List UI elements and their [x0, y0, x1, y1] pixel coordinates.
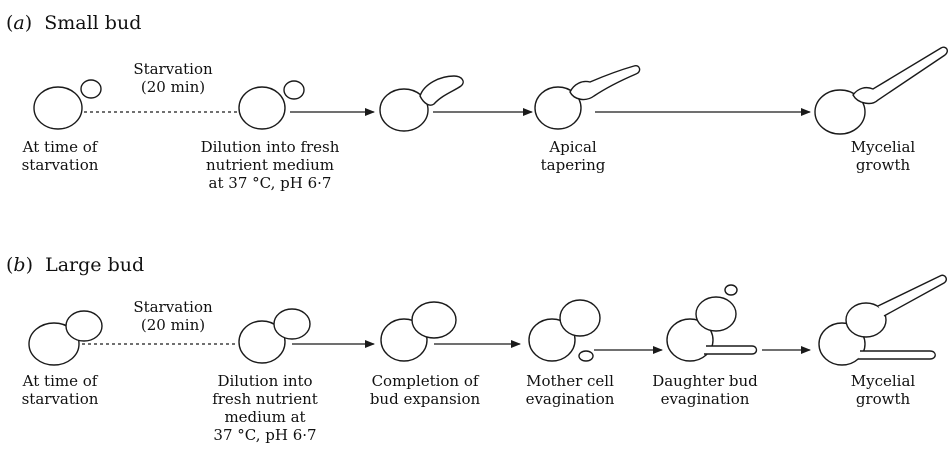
stage-label-line: Mother cell [526, 372, 614, 390]
panel-a-stage-label-2: Dilution into fresh nutrient medium at 3… [180, 138, 360, 192]
panel-a-title: Small bud [44, 12, 142, 34]
panel-b-heading: (b) Large bud [6, 254, 145, 276]
panel-b-stage-label-2: Dilution into fresh nutrient medium at 3… [200, 372, 330, 444]
panel-b-cell-3 [380, 301, 457, 362]
panel-b-stage-label-5: Daughter bud evagination [640, 372, 770, 408]
panel-b-stage-label-1: At time of starvation [0, 372, 120, 408]
stage-label-line: Daughter bud [652, 372, 758, 390]
panel-b-stage-label-3: Completion of bud expansion [360, 372, 490, 408]
starvation-label-line: Starvation [133, 298, 213, 316]
panel-b-cell-6 [818, 274, 947, 366]
stage-label-line: medium at [224, 408, 306, 426]
starvation-label-line: (20 min) [140, 316, 206, 334]
stage-label-line: at 37 °C, pH 6·7 [208, 174, 332, 192]
panel-a-stage-label-4: Mycelial growth [828, 138, 938, 174]
stage-label-line: Dilution into fresh [200, 138, 340, 156]
panel-a-cell-3 [379, 75, 464, 132]
panel-a-stage-label-1: At time of starvation [0, 138, 120, 174]
stage-label-line: 37 °C, pH 6·7 [213, 426, 317, 444]
panel-a-cell-4 [534, 64, 641, 130]
panel-b-stage-label-6: Mycelial growth [828, 372, 938, 408]
stage-label-line: starvation [21, 390, 99, 408]
panel-a-cell-5 [814, 46, 948, 135]
panel-b-starvation-label: Starvation (20 min) [108, 298, 238, 334]
panel-b-stage-label-4: Mother cell evagination [510, 372, 630, 408]
panel-b-cell-4 [528, 299, 601, 362]
panel-a-heading: (a) Small bud [6, 12, 142, 34]
stage-label-line: evagination [660, 390, 750, 408]
stage-label-line: tapering [540, 156, 606, 174]
panel-b-cell-1 [28, 310, 103, 366]
stage-label-line: evagination [525, 390, 615, 408]
stage-label-line: fresh nutrient [212, 390, 318, 408]
starvation-label-line: Starvation [133, 60, 213, 78]
panel-b-letter: b [13, 254, 26, 276]
stage-label-line: starvation [21, 156, 99, 174]
stage-label-line: bud expansion [369, 390, 481, 408]
stage-label-line: Dilution into [217, 372, 313, 390]
panel-a-stage-label-3: Apical tapering [518, 138, 628, 174]
panel-b-cell-2 [238, 308, 311, 364]
stage-label-line: At time of [22, 138, 98, 156]
stage-label-line: nutrient medium [205, 156, 335, 174]
stage-label-line: At time of [22, 372, 98, 390]
panel-b-cell-5 [666, 284, 758, 362]
panel-a-starvation-label: Starvation (20 min) [108, 60, 238, 96]
stage-label-line: growth [855, 156, 911, 174]
stage-label-line: Completion of [371, 372, 479, 390]
stage-label-line: growth [855, 390, 911, 408]
stage-label-line: Mycelial [850, 372, 916, 390]
starvation-label-line: (20 min) [140, 78, 206, 96]
stage-label-line: Apical [549, 138, 597, 156]
panel-b-title: Large bud [45, 254, 145, 276]
panel-a-cell-1 [33, 79, 102, 130]
stage-label-line: Mycelial [850, 138, 916, 156]
panel-a-cell-2 [238, 80, 305, 130]
panel-a-letter: a [13, 12, 25, 34]
